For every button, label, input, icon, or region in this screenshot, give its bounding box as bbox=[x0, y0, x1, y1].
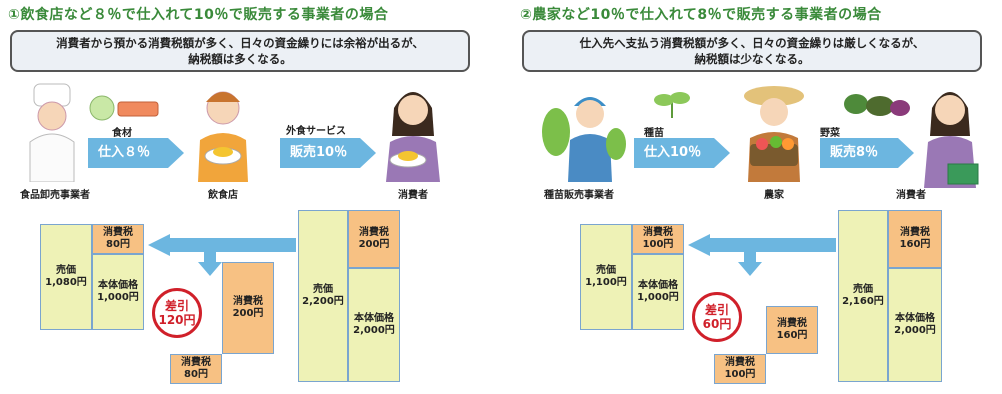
difference-badge: 差引 60円 bbox=[692, 292, 742, 342]
tax-collected-box: 消費税 200円 bbox=[222, 262, 274, 354]
difference-badge: 差引 120円 bbox=[152, 288, 202, 338]
summary-box: 消費者から預かる消費税額が多く、日々の資金繰りには余裕が出るが、 納税額は多くな… bbox=[10, 30, 470, 72]
purchase-base-value: 1,000円 bbox=[637, 292, 679, 303]
actor-restaurant: 飲食店 bbox=[208, 190, 238, 201]
sale-price-value: 2,160円 bbox=[842, 296, 884, 307]
purchase-base-value: 1,000円 bbox=[97, 292, 139, 303]
sale-price-label: 売価 bbox=[853, 284, 873, 295]
flow-item-seedlings: 種苗 bbox=[644, 128, 664, 139]
panel-farmer: ②農家など10％で仕入れて8％で販売する事業者の場合 仕入先へ支払う消費税額が多… bbox=[520, 0, 1000, 394]
sale-base-box: 本体価格 2,000円 bbox=[348, 268, 400, 382]
tax-collected-label: 消費税 bbox=[777, 318, 807, 329]
summary-line-2: 納税額は多くなる。 bbox=[188, 52, 292, 66]
sale-tax-box: 消費税 160円 bbox=[888, 210, 942, 268]
food-ingredients-icon bbox=[89, 95, 159, 121]
panel-title: ①飲食店など８％で仕入れて10％で販売する事業者の場合 bbox=[8, 7, 389, 23]
purchase-tax-box: 消費税 80円 bbox=[92, 224, 144, 254]
purchase-base-label: 本体価格 bbox=[638, 280, 678, 291]
actor-farmer: 農家 bbox=[764, 190, 784, 201]
sale-base-box: 本体価格 2,000円 bbox=[888, 268, 942, 382]
flow-item-dining-service: 外食サービス bbox=[286, 126, 346, 137]
purchase-arrow: 仕入８％ bbox=[88, 138, 184, 168]
actor-wholesaler: 食品卸売事業者 bbox=[20, 190, 90, 201]
purchase-price-box: 売価 1,080円 bbox=[40, 224, 92, 330]
sale-base-value: 2,000円 bbox=[353, 325, 395, 336]
tax-collected-amount: 160円 bbox=[776, 330, 808, 341]
purchase-price-value: 1,100円 bbox=[585, 277, 627, 288]
purchase-price-label: 売価 bbox=[596, 265, 616, 276]
sale-arrow: 販売10％ bbox=[280, 138, 376, 168]
tax-collected-amount: 200円 bbox=[232, 308, 264, 319]
tax-paid-label: 消費税 bbox=[181, 357, 211, 368]
restaurant-worker-figure bbox=[198, 91, 248, 182]
purchase-tax-label: 消費税 bbox=[643, 227, 673, 238]
actor-consumer: 消費者 bbox=[398, 190, 428, 201]
seed-seller-figure bbox=[542, 97, 626, 182]
purchase-base-box: 本体価格 1,000円 bbox=[92, 254, 144, 330]
purchase-price-label: 売価 bbox=[56, 265, 76, 276]
summary-box: 仕入先へ支払う消費税額が多く、日々の資金繰りは厳しくなるが、 納税額は少なくなる… bbox=[522, 30, 982, 72]
flow-item-vegetables: 野菜 bbox=[820, 128, 840, 139]
tax-paid-box: 消費税 80円 bbox=[170, 354, 222, 384]
purchase-price-value: 1,080円 bbox=[45, 277, 87, 288]
tax-flow-arrow bbox=[688, 234, 836, 276]
sale-price-box: 売価 2,200円 bbox=[298, 210, 348, 382]
seedling-icon bbox=[654, 92, 690, 118]
difference-amount: 60円 bbox=[702, 317, 732, 331]
tax-paid-amount: 80円 bbox=[184, 369, 208, 380]
consumer-figure bbox=[386, 92, 440, 182]
difference-label: 差引 bbox=[704, 303, 729, 317]
sale-price-value: 2,200円 bbox=[302, 296, 344, 307]
summary-line-1: 消費者から預かる消費税額が多く、日々の資金繰りには余裕が出るが、 bbox=[56, 36, 424, 50]
consumer-figure bbox=[924, 92, 979, 188]
sale-price-box: 売価 2,160円 bbox=[838, 210, 888, 382]
sale-base-value: 2,000円 bbox=[894, 325, 936, 336]
summary-line-1: 仕入先へ支払う消費税額が多く、日々の資金繰りは厳しくなるが、 bbox=[579, 36, 925, 50]
difference-amount: 120円 bbox=[158, 313, 196, 327]
tax-paid-label: 消費税 bbox=[725, 357, 755, 368]
sale-tax-box: 消費税 200円 bbox=[348, 210, 400, 268]
sale-tax-value: 200円 bbox=[358, 239, 390, 250]
purchase-tax-label: 消費税 bbox=[103, 227, 133, 238]
tax-collected-box: 消費税 160円 bbox=[766, 306, 818, 354]
sale-base-label: 本体価格 bbox=[895, 313, 935, 324]
sale-price-label: 売価 bbox=[313, 284, 333, 295]
sale-base-label: 本体価格 bbox=[354, 313, 394, 324]
farmer-figure bbox=[744, 86, 804, 182]
purchase-arrow: 仕入10％ bbox=[634, 138, 730, 168]
flow-item-ingredients: 食材 bbox=[112, 128, 132, 139]
panel-restaurant: ①飲食店など８％で仕入れて10％で販売する事業者の場合 消費者から預かる消費税額… bbox=[8, 0, 488, 394]
sale-tax-value: 160円 bbox=[899, 239, 931, 250]
tax-collected-label: 消費税 bbox=[233, 296, 263, 307]
purchase-tax-box: 消費税 100円 bbox=[632, 224, 684, 254]
sale-arrow: 販売8％ bbox=[820, 138, 914, 168]
actor-seed-seller: 種苗販売事業者 bbox=[544, 190, 614, 201]
difference-label: 差引 bbox=[164, 299, 189, 313]
actor-consumer: 消費者 bbox=[896, 190, 926, 201]
purchase-base-label: 本体価格 bbox=[98, 280, 138, 291]
sale-tax-label: 消費税 bbox=[359, 227, 389, 238]
tax-paid-amount: 100円 bbox=[724, 369, 756, 380]
summary-line-2: 納税額は少なくなる。 bbox=[694, 52, 810, 66]
tax-paid-box: 消費税 100円 bbox=[714, 354, 766, 384]
purchase-price-box: 売価 1,100円 bbox=[580, 224, 632, 330]
panel-title: ②農家など10％で仕入れて8％で販売する事業者の場合 bbox=[520, 7, 882, 23]
sale-tax-label: 消費税 bbox=[900, 227, 930, 238]
vegetables-icon bbox=[844, 94, 910, 116]
tax-flow-arrow bbox=[148, 234, 296, 276]
purchase-tax-value: 100円 bbox=[642, 239, 674, 250]
wholesaler-chef-figure bbox=[29, 83, 75, 182]
purchase-tax-value: 80円 bbox=[106, 239, 130, 250]
purchase-base-box: 本体価格 1,000円 bbox=[632, 254, 684, 330]
